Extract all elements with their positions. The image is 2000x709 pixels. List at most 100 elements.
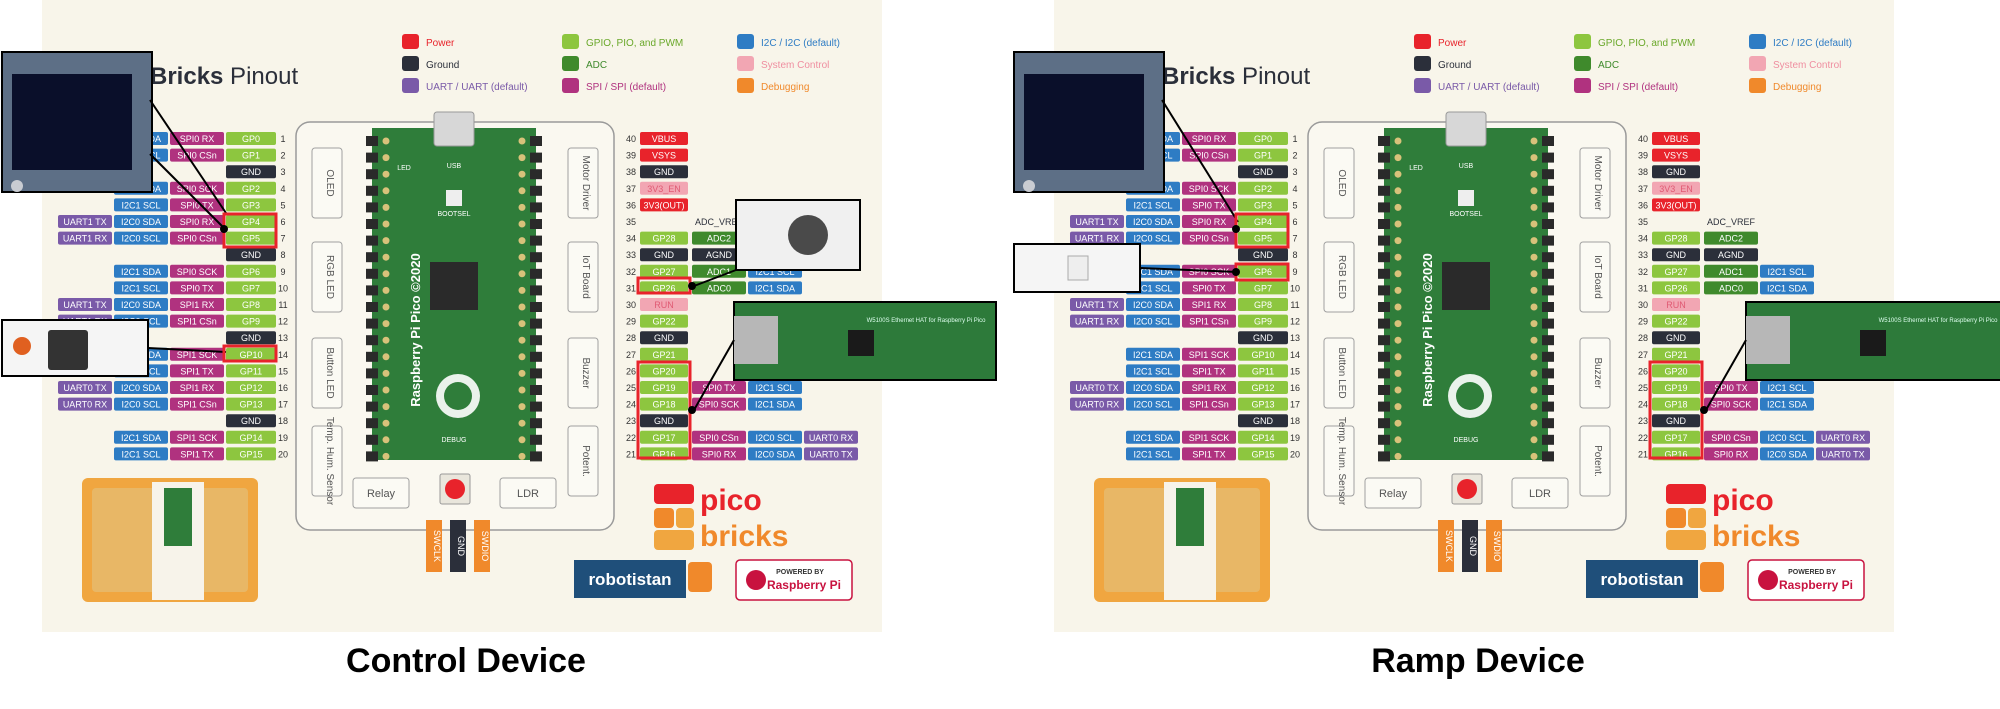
pin-label-text: GP13 xyxy=(1251,400,1274,410)
pin-number: 11 xyxy=(1290,300,1299,310)
pin-function xyxy=(170,198,224,212)
header-pin xyxy=(1542,169,1554,180)
pin-label-text: SPI1 TX xyxy=(1192,366,1225,376)
pin-label-text: VSYS xyxy=(1664,151,1688,161)
header-pin xyxy=(366,219,378,229)
push-button xyxy=(48,330,88,370)
pad xyxy=(518,452,526,460)
pad xyxy=(1530,403,1538,411)
pin-number: 5 xyxy=(280,200,285,210)
module-label: LDR xyxy=(517,488,539,500)
pin-label-text: SPI0 CSn xyxy=(177,234,217,244)
pin-function xyxy=(1704,430,1758,444)
pin-function xyxy=(692,215,746,228)
pin-function xyxy=(1070,397,1124,411)
pad xyxy=(1530,220,1538,228)
header-pin xyxy=(1542,451,1554,462)
robotistan-mascot xyxy=(688,562,712,592)
pin-label-text: GND xyxy=(654,167,675,177)
pin-number: 6 xyxy=(1292,217,1297,227)
pin-label-text: SPI0 TX xyxy=(1192,283,1225,293)
pin-label-text: SPI0 RX xyxy=(1192,217,1227,227)
legend-label: System Control xyxy=(761,60,829,71)
legend-label: GPIO, PIO, and PWM xyxy=(1598,38,1695,49)
header-pin xyxy=(1378,136,1390,146)
pin-number: 3 xyxy=(1292,167,1297,177)
logo-mark xyxy=(654,508,674,528)
pin-function xyxy=(170,364,224,378)
pad xyxy=(1530,436,1538,444)
header-pin xyxy=(530,136,542,146)
pin-function xyxy=(1760,264,1814,278)
pin-name xyxy=(640,381,688,394)
pin-label-text: GP16 xyxy=(1664,449,1687,459)
pin-number: 23 xyxy=(626,416,636,426)
header-pin xyxy=(530,351,542,362)
pin-label-text: ADC2 xyxy=(707,234,731,244)
pin-label-text: I2C1 SCL xyxy=(1767,267,1806,277)
pin-number: 33 xyxy=(1638,250,1648,260)
header-pin xyxy=(366,136,378,146)
pad xyxy=(1530,336,1538,344)
bootsel-button xyxy=(446,190,462,206)
logo-mark xyxy=(654,530,694,550)
pin-label-text: GP10 xyxy=(239,350,262,360)
pin-function xyxy=(692,397,746,411)
pin-function xyxy=(1182,181,1236,195)
board-name: Raspberry Pi Pico ©2020 xyxy=(1420,253,1435,406)
board-name: Raspberry Pi Pico ©2020 xyxy=(408,253,423,406)
pin-label-text: SPI1 SCK xyxy=(177,350,218,360)
pin-label-text: GND xyxy=(1253,250,1274,260)
pin-name xyxy=(640,314,688,328)
pin-label-text: SPI1 TX xyxy=(180,366,213,376)
ethernet-text: W5100S Ethernet HAT for Raspberry Pi Pic… xyxy=(867,318,986,324)
board-text: LED xyxy=(397,165,411,172)
pin-name xyxy=(1238,447,1288,461)
pin-label-text: I2C0 SCL xyxy=(121,400,160,410)
pin-number: 26 xyxy=(1638,366,1648,376)
pin-name xyxy=(226,148,276,162)
pin-function xyxy=(58,381,112,394)
pin-function xyxy=(114,298,168,311)
pin-number: 8 xyxy=(280,250,285,260)
pin-label-text: I2C1 SDA xyxy=(1767,283,1807,293)
pin-number: 6 xyxy=(280,217,285,227)
board-text: USB xyxy=(447,163,462,170)
header-pin xyxy=(1542,152,1554,163)
pad xyxy=(518,336,526,344)
pin-label-text: UART1 TX xyxy=(63,217,106,227)
pin-label-text: 3V3(OUT) xyxy=(1655,200,1696,210)
module-label: OLED xyxy=(1336,169,1347,196)
header-pin xyxy=(366,152,378,163)
pin-function xyxy=(748,397,802,411)
pin-name xyxy=(226,298,276,311)
pin-label-text: 3V3(OUT) xyxy=(643,200,684,210)
pin-label-text: SPI0 CSn xyxy=(177,151,217,161)
pin-number: 19 xyxy=(278,433,288,443)
header-pin xyxy=(1378,235,1390,246)
pin-name xyxy=(640,364,688,378)
pin-label-text: GND xyxy=(1666,333,1687,343)
pin-function xyxy=(170,132,224,145)
pad xyxy=(1394,336,1402,344)
pad xyxy=(518,203,526,211)
pin-function xyxy=(114,281,168,295)
pin-number: 38 xyxy=(1638,167,1648,177)
pin-number: 12 xyxy=(1290,317,1300,327)
legend-swatch xyxy=(1749,34,1766,49)
pad xyxy=(1530,187,1538,195)
legend-swatch xyxy=(1749,56,1766,71)
pad xyxy=(1530,170,1538,178)
pin-function xyxy=(1182,381,1236,394)
pad xyxy=(1530,286,1538,294)
pin-name xyxy=(1238,198,1288,212)
pin-function xyxy=(692,231,746,245)
header-pin xyxy=(366,235,378,246)
pin-label-text: I2C1 SDA xyxy=(121,433,161,443)
header-pin xyxy=(530,169,542,180)
pin-label-text: I2C1 SCL xyxy=(1767,383,1806,393)
pin-label-text: SPI0 TX xyxy=(702,383,735,393)
pad xyxy=(1394,452,1402,460)
pin-name xyxy=(1238,231,1288,245)
debug-pin-label xyxy=(474,520,490,572)
